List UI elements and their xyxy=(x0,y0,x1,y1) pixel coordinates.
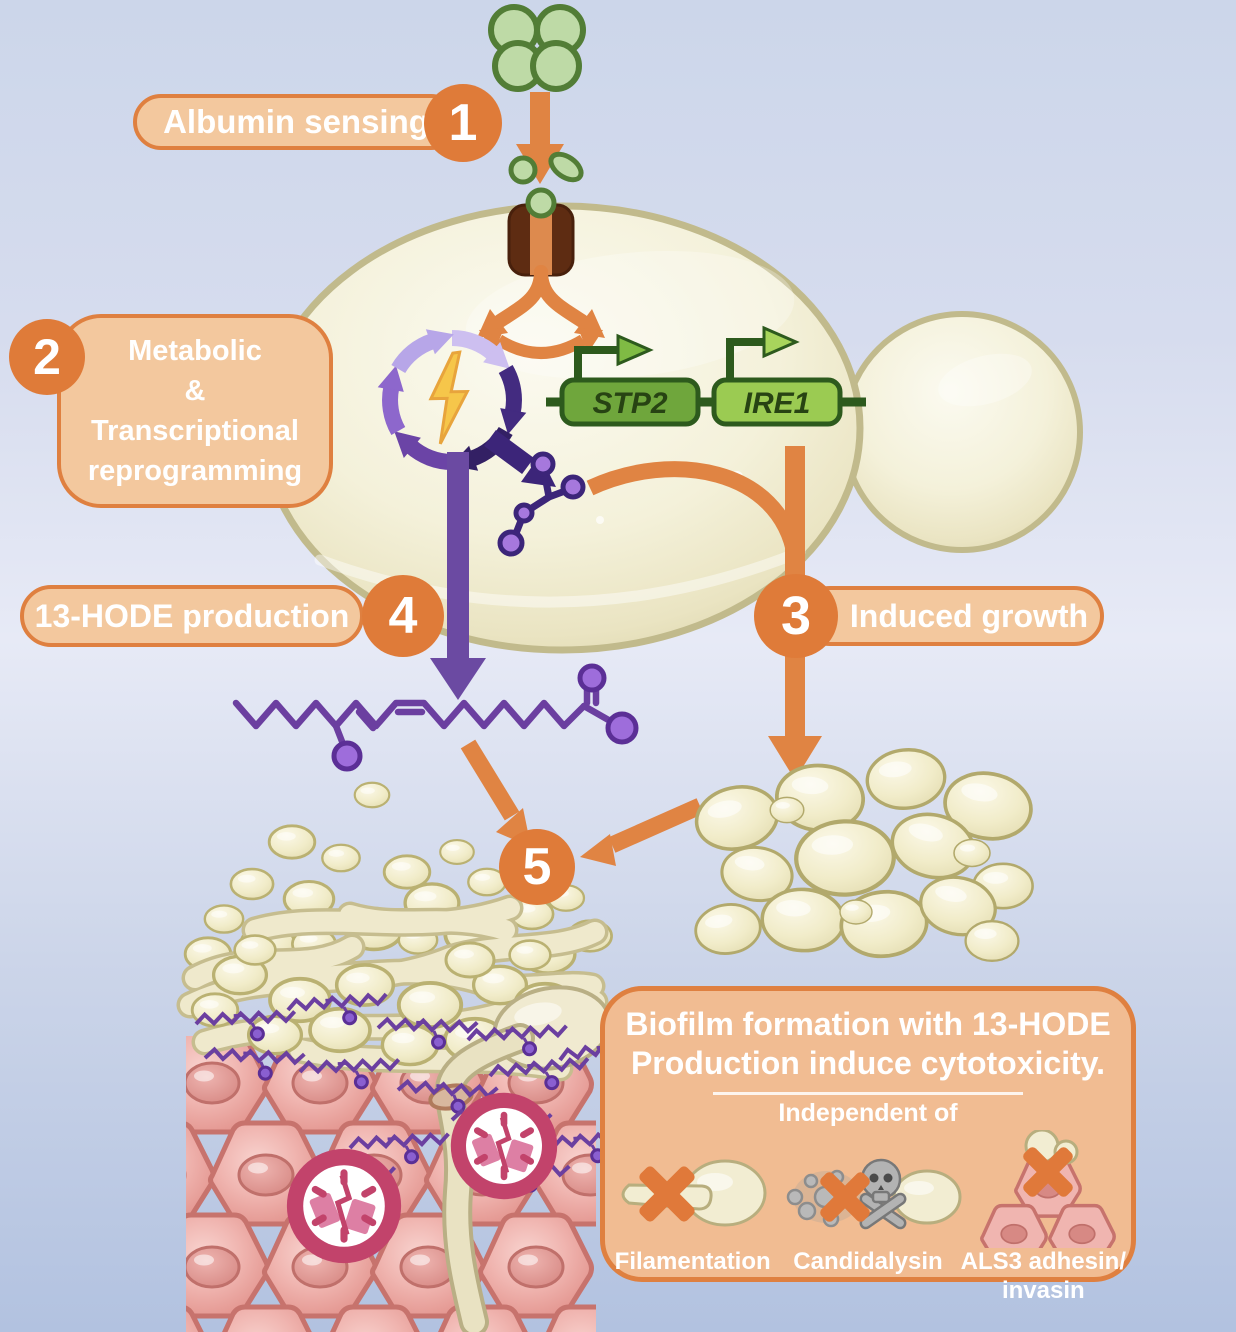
step-1-badge: 1 xyxy=(424,84,502,162)
metabolic-reprogramming-text: Metabolic & Transcriptional reprogrammin… xyxy=(87,334,303,488)
gene-ire1: IRE1 xyxy=(711,377,843,427)
induced-growth-text: Induced growth xyxy=(849,597,1089,634)
als3-label: ALS3 adhesin/ invasin xyxy=(960,1248,1126,1304)
yeast-cluster xyxy=(688,744,1039,963)
step-5-badge: 5 xyxy=(499,829,575,905)
peptide-fragments-icon xyxy=(508,151,584,185)
cytotoxicity-icon-1 xyxy=(287,1149,401,1263)
metabolic-reprogramming-label: Metabolic & Transcriptional reprogrammin… xyxy=(57,314,333,508)
cross-icon xyxy=(639,1166,695,1222)
induced-growth-label: Induced growth xyxy=(800,586,1104,646)
info-box-divider xyxy=(713,1092,1023,1096)
filamentation-icon xyxy=(605,1130,775,1248)
albumin-protein-icon xyxy=(488,4,586,92)
hode-production-text: 13-HODE production xyxy=(34,597,350,634)
gene-stp2: STP2 xyxy=(559,377,701,427)
receptor-icon xyxy=(507,187,575,277)
metabolite-icon xyxy=(497,451,586,557)
step-2-badge: 2 xyxy=(9,319,85,395)
cross-icon xyxy=(1023,1147,1073,1197)
yeast-bud-cell xyxy=(841,311,1083,553)
als3-icon xyxy=(965,1130,1131,1249)
hode-molecule xyxy=(232,663,639,772)
info-box-title: Biofilm formation with 13-HODE Productio… xyxy=(625,1006,1111,1082)
independent-factor-icons xyxy=(605,1130,1131,1249)
cytotoxicity-info-box: Biofilm formation with 13-HODE Productio… xyxy=(600,986,1136,1304)
candidalysin-icon xyxy=(775,1130,965,1248)
metabolic-cycle-icon xyxy=(370,320,534,481)
cytotoxicity-icon-2 xyxy=(451,1093,557,1199)
lightning-icon xyxy=(428,350,470,445)
gene-locus: STP2 IRE1 xyxy=(546,325,866,427)
albumin-sensing-text: Albumin sensing xyxy=(163,103,429,140)
filamentation-label: Filamentation xyxy=(614,1248,771,1276)
epithelial-cells xyxy=(980,1155,1116,1249)
svg-text:STP2: STP2 xyxy=(592,387,667,420)
candidalysin-label: Candidalysin xyxy=(793,1248,943,1276)
hode-production-label: 13-HODE production xyxy=(20,585,364,647)
step-4-badge: 4 xyxy=(362,575,444,657)
albumin-sensing-label: Albumin sensing xyxy=(133,94,459,150)
info-box-subtitle: Independent of xyxy=(778,1099,958,1128)
hode-production-arrow xyxy=(430,452,486,700)
biofilm-mat xyxy=(176,894,609,1082)
skull-icon xyxy=(859,1158,907,1230)
step-3-badge: 3 xyxy=(754,574,838,658)
svg-text:IRE1: IRE1 xyxy=(744,387,811,420)
growth-curve-arrow xyxy=(586,461,803,558)
independent-factor-labels: Filamentation Candidalysin ALS3 adhesin/… xyxy=(605,1248,1131,1306)
arrow-growth-to-5 xyxy=(580,798,704,866)
crosstalk-arrow xyxy=(479,328,603,359)
cross-icon xyxy=(820,1172,870,1222)
